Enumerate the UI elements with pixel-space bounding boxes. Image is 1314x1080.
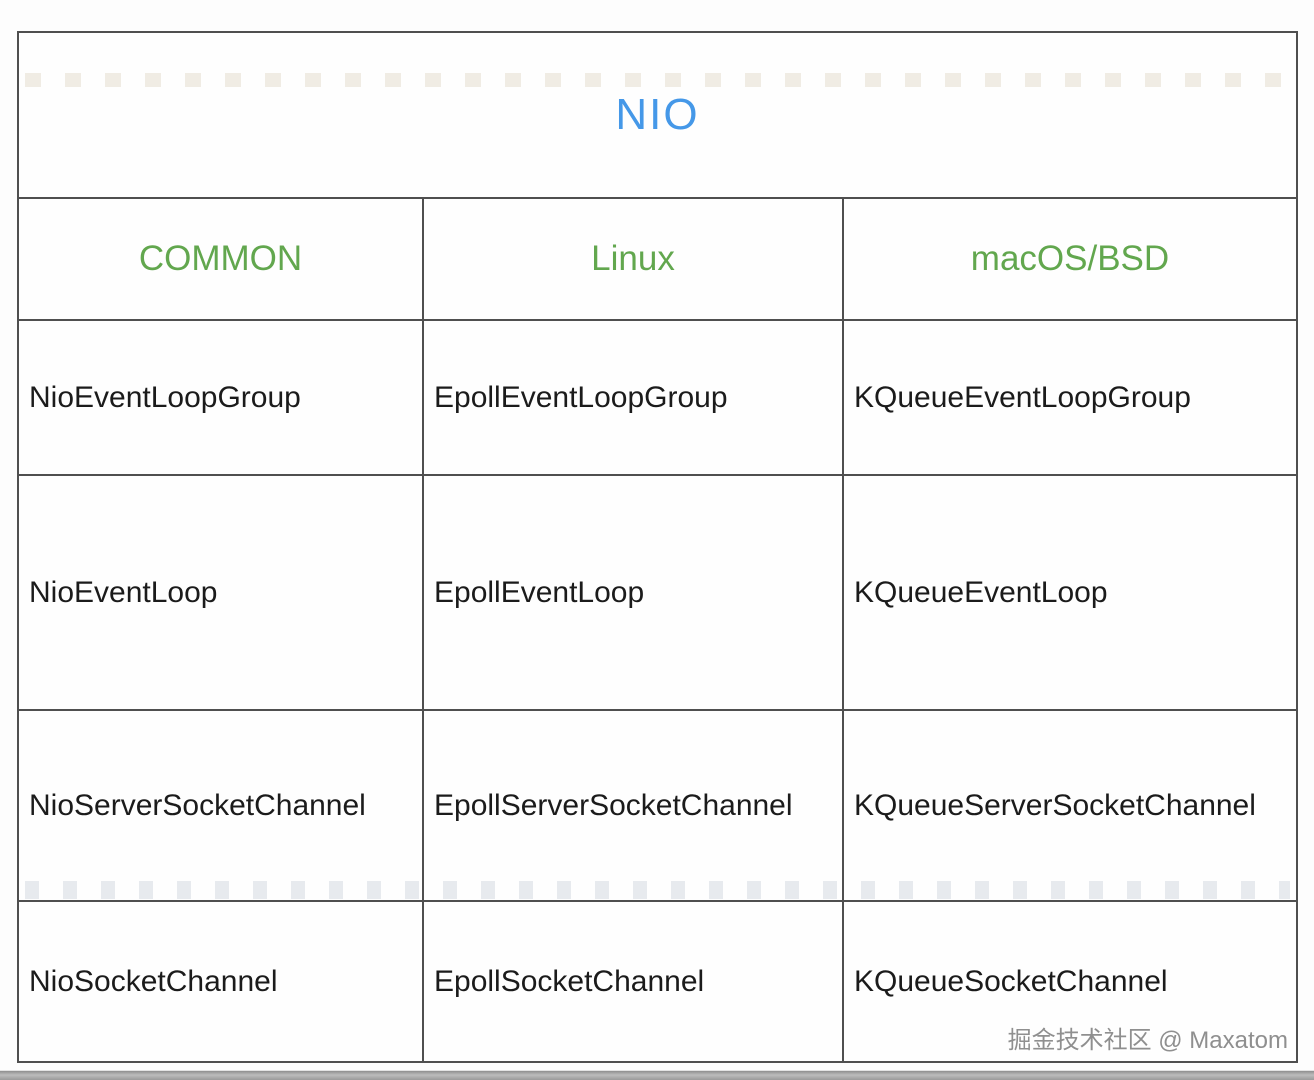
cell-serversocketchannel-macos-bsd: KQueueServerSocketChannel: [844, 711, 1296, 902]
cell-eventloopgroup-linux: EpollEventLoopGroup: [424, 321, 844, 476]
cell-eventloopgroup-macos-bsd: KQueueEventLoopGroup: [844, 321, 1296, 476]
column-header-linux: Linux: [424, 199, 844, 321]
cell-eventloopgroup-common: NioEventLoopGroup: [19, 321, 424, 476]
cell-socketchannel-macos-bsd: KQueueSocketChannel: [854, 964, 1168, 998]
cell-serversocketchannel-linux: EpollServerSocketChannel: [424, 711, 844, 902]
horizontal-scrollbar[interactable]: [0, 1070, 1314, 1080]
nio-comparison-table: NIO COMMON Linux macOS/BSD NioEventLoopG…: [17, 31, 1298, 1063]
juejin-watermark: 掘金技术社区 @ Maxatom: [1007, 1027, 1288, 1054]
table-title: NIO: [19, 33, 1296, 199]
column-header-common: COMMON: [19, 199, 424, 321]
cell-eventloop-macos-bsd: KQueueEventLoop: [844, 476, 1296, 711]
cell-socketchannel-common: NioSocketChannel: [19, 902, 424, 1061]
cell-eventloop-common: NioEventLoop: [19, 476, 424, 711]
cell-eventloop-linux: EpollEventLoop: [424, 476, 844, 711]
cell-socketchannel-linux: EpollSocketChannel: [424, 902, 844, 1061]
cell-serversocketchannel-common: NioServerSocketChannel: [19, 711, 424, 902]
column-header-macos-bsd: macOS/BSD: [844, 199, 1296, 321]
